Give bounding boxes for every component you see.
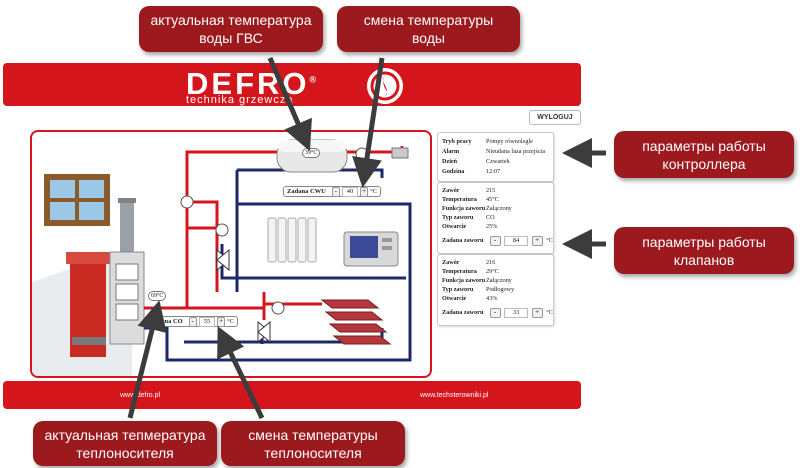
footer-link-defro[interactable]: www.defro.pl — [120, 392, 161, 399]
valve-setpoint-label: Zadana zaworu — [442, 237, 484, 244]
valve-increase-button[interactable]: + — [531, 308, 543, 318]
cwu-setpoint-label: Zadana CWU — [287, 188, 326, 195]
valve-setpoint-field[interactable]: 33 — [504, 308, 529, 318]
underfloor-heating-icon — [320, 299, 392, 345]
cwu-setpoint-field[interactable]: 40 — [341, 186, 359, 197]
valve-increase-button[interactable]: + — [531, 236, 543, 246]
callout-coolant-temp-change: смена температуры теплоносителя — [221, 421, 405, 466]
logout-button[interactable]: WYLOGUJ — [529, 110, 581, 125]
valve-setpoint-control: Zadana zaworu - 33 + °C — [442, 308, 553, 318]
arrow-line — [352, 57, 385, 188]
callout-coolant-temperature: актуальная тепмература теплоносителя — [33, 421, 217, 466]
valve-row: Funkcja zaworuZałączony — [442, 205, 512, 212]
valve-row: Funkcja zaworuZałączony — [442, 277, 512, 284]
co-setpoint-field[interactable]: 55 — [198, 316, 216, 327]
header-banner — [3, 63, 581, 106]
controller-device-icon — [343, 231, 399, 267]
cwu-setpoint-control: Zadana CWU - 40 + °C — [283, 186, 381, 197]
arrow-line — [267, 57, 312, 152]
footer-banner — [3, 381, 581, 409]
valve-setpoint-field[interactable]: 84 — [504, 236, 529, 246]
cwu-decrease-button[interactable]: - — [331, 186, 340, 197]
arrow-line — [127, 300, 167, 419]
pipe-schematic — [32, 139, 412, 376]
valve-unit: °C — [546, 237, 553, 244]
callout-water-temp-change: смена температуры воды — [337, 6, 520, 52]
valve-setpoint-control: Zadana zaworu - 84 + °C — [442, 236, 553, 246]
valve-decrease-button[interactable]: - — [489, 236, 501, 246]
valve-decrease-button[interactable]: - — [489, 308, 501, 318]
cwu-unit: °C — [370, 188, 378, 195]
mixing-valve-icon — [216, 248, 271, 344]
arrow-line — [217, 325, 265, 420]
footer-link-techsterowniki[interactable]: www.techsterowniki.pl — [420, 392, 489, 399]
callout-valve-params: параметры работы клапанов — [614, 227, 794, 274]
window-icon — [44, 174, 110, 226]
brand-tagline: technika grzewcza — [186, 94, 294, 106]
co-decrease-button[interactable]: - — [188, 316, 197, 327]
valve-unit: °C — [546, 309, 553, 316]
radiator-icon — [267, 217, 317, 263]
valve-setpoint-label: Zadana zaworu — [442, 309, 484, 316]
callout-controller-params: параметры работы контроллера — [614, 131, 794, 178]
callout-dhw-temperature: актуальная температура воды ГВС — [139, 6, 323, 52]
co-unit: °C — [227, 318, 235, 325]
